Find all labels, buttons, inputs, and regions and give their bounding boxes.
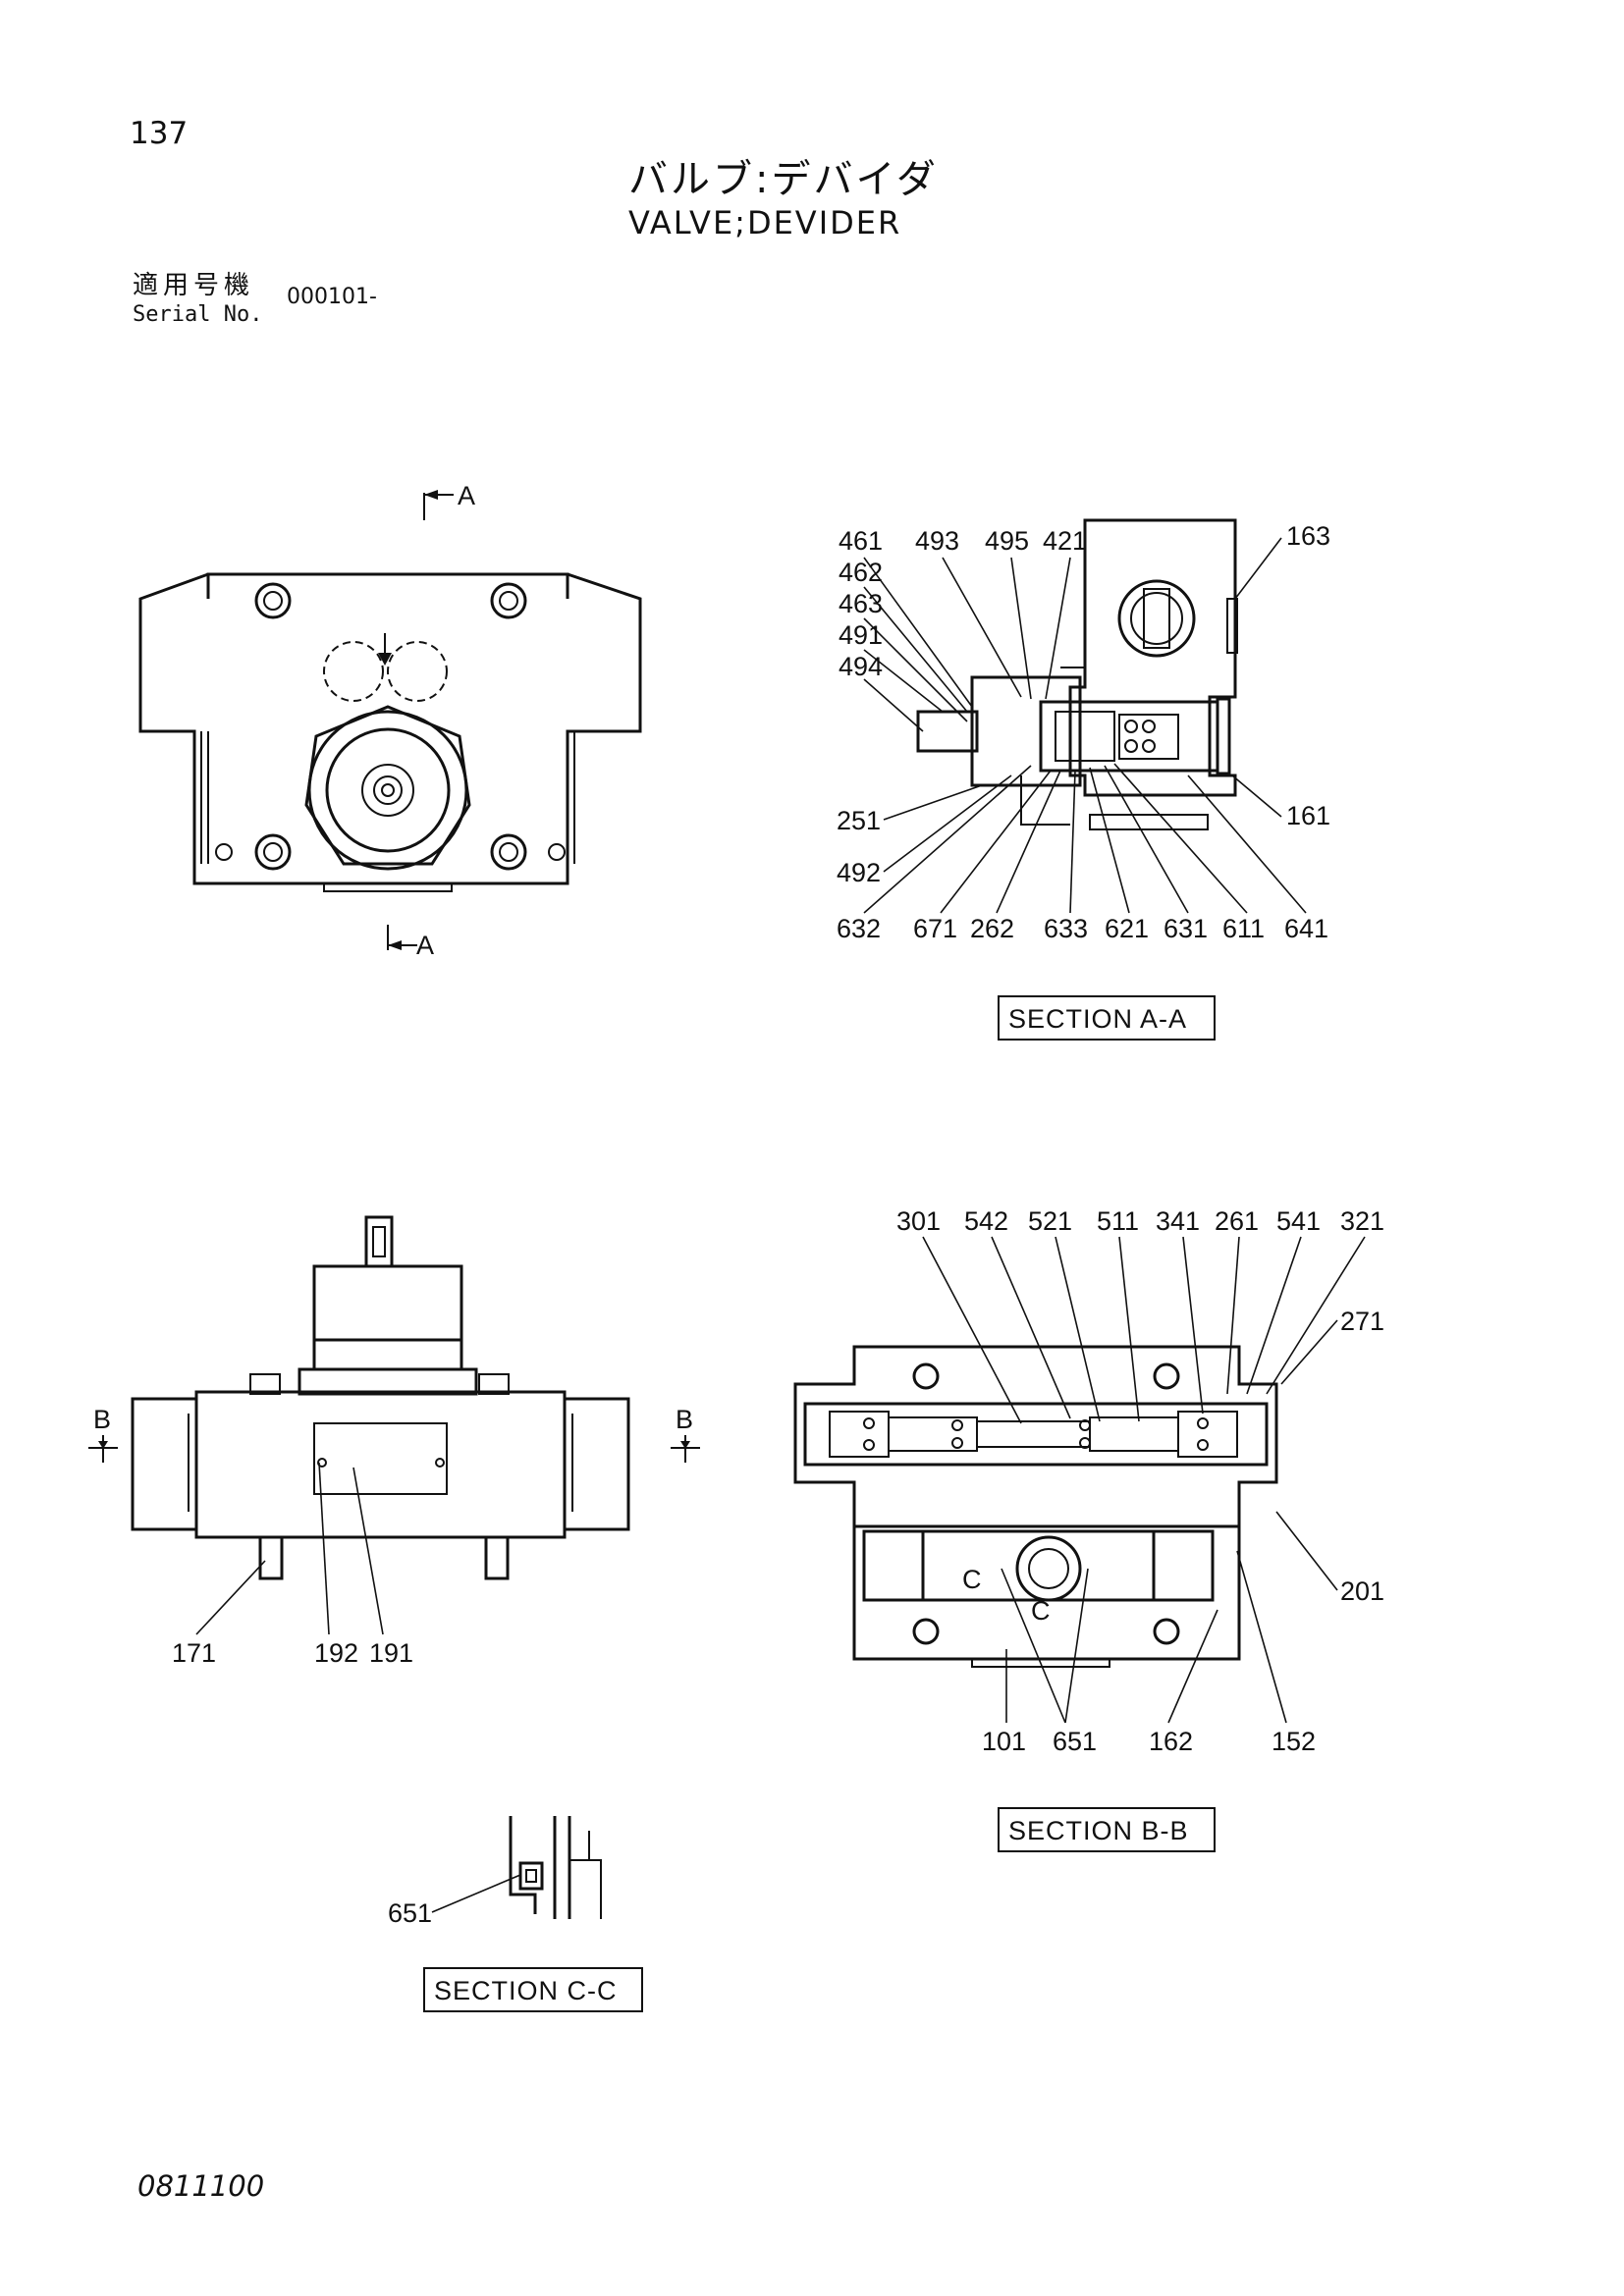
serial-label-japanese: 適用号機 bbox=[133, 271, 255, 300]
section-arrow-b-right: B bbox=[671, 1405, 700, 1463]
svg-text:B: B bbox=[93, 1405, 111, 1434]
label-633: 633 bbox=[1044, 914, 1088, 943]
label-495: 495 bbox=[985, 526, 1029, 556]
front-bolts bbox=[215, 582, 566, 871]
label-641: 641 bbox=[1284, 914, 1328, 943]
nameplate bbox=[313, 1422, 448, 1495]
label-492: 492 bbox=[837, 858, 881, 887]
serial-value: 000101- bbox=[287, 285, 377, 309]
front-hex-nut bbox=[304, 705, 471, 866]
section-cc: 651 SECTION C-C bbox=[388, 1816, 643, 2012]
page-number: 137 bbox=[130, 116, 189, 151]
label-462: 462 bbox=[839, 558, 883, 587]
section-bb: C C 301 542 521 511 341 261 541 321 271 … bbox=[793, 1206, 1384, 1852]
label-491: 491 bbox=[839, 620, 883, 650]
label-101: 101 bbox=[982, 1727, 1026, 1756]
label-171: 171 bbox=[172, 1638, 216, 1668]
label-631: 631 bbox=[1164, 914, 1208, 943]
label-321: 321 bbox=[1340, 1206, 1384, 1236]
label-542: 542 bbox=[964, 1206, 1008, 1236]
label-301: 301 bbox=[896, 1206, 941, 1236]
section-aa: 461 462 463 491 494 493 495 421 163 161 … bbox=[837, 518, 1330, 1041]
label-541: 541 bbox=[1276, 1206, 1321, 1236]
label-152: 152 bbox=[1272, 1727, 1316, 1756]
label-632: 632 bbox=[837, 914, 881, 943]
caption-box-bb bbox=[998, 1807, 1216, 1852]
label-651-cc: 651 bbox=[388, 1898, 432, 1928]
label-493: 493 bbox=[915, 526, 959, 556]
label-494: 494 bbox=[839, 652, 883, 681]
label-463: 463 bbox=[839, 589, 883, 618]
label-621: 621 bbox=[1105, 914, 1149, 943]
section-arrow-b-left: B bbox=[88, 1405, 118, 1463]
section-arrow-a-top: A bbox=[423, 481, 475, 520]
front-body-outline bbox=[138, 572, 642, 885]
svg-text:B: B bbox=[676, 1405, 693, 1434]
label-651: 651 bbox=[1053, 1727, 1097, 1756]
caption-section-aa: SECTION A-A bbox=[1008, 1004, 1187, 1034]
caption-section-bb: SECTION B-B bbox=[1008, 1816, 1189, 1845]
label-521: 521 bbox=[1028, 1206, 1072, 1236]
c-marker-left: C bbox=[962, 1565, 982, 1594]
front-view: A A bbox=[138, 481, 642, 960]
label-341: 341 bbox=[1156, 1206, 1200, 1236]
caption-section-cc: SECTION C-C bbox=[434, 1976, 618, 2005]
label-251: 251 bbox=[837, 806, 881, 835]
label-162: 162 bbox=[1149, 1727, 1193, 1756]
label-461: 461 bbox=[839, 526, 883, 556]
arrow-label-a-bottom: A bbox=[416, 931, 434, 960]
title-japanese: バルブ:デバイダ bbox=[628, 157, 939, 202]
caption-box-aa bbox=[998, 995, 1216, 1041]
c-marker-bottom: C bbox=[1031, 1596, 1051, 1626]
label-192: 192 bbox=[314, 1638, 358, 1668]
serial-label-english: Serial No. bbox=[133, 302, 263, 327]
label-262: 262 bbox=[970, 914, 1014, 943]
label-261: 261 bbox=[1215, 1206, 1259, 1236]
footer-code: 0811100 bbox=[137, 2169, 265, 2203]
label-671: 671 bbox=[913, 914, 957, 943]
caption-box-cc bbox=[423, 1967, 643, 2012]
label-511: 511 bbox=[1097, 1206, 1139, 1236]
label-201: 201 bbox=[1340, 1576, 1384, 1606]
label-163: 163 bbox=[1286, 521, 1330, 551]
label-191: 191 bbox=[369, 1638, 413, 1668]
top-view: B B 171 192 191 bbox=[88, 1215, 700, 1668]
label-271: 271 bbox=[1340, 1307, 1384, 1336]
top-body bbox=[194, 1390, 567, 1539]
title-english: VALVE;DEVIDER bbox=[628, 204, 902, 241]
label-161: 161 bbox=[1286, 801, 1330, 830]
label-611: 611 bbox=[1222, 914, 1265, 943]
label-421: 421 bbox=[1043, 526, 1087, 556]
aa-housing bbox=[1068, 518, 1237, 797]
arrow-label-a-top: A bbox=[458, 481, 475, 510]
section-arrow-a-bottom: A bbox=[387, 925, 434, 960]
